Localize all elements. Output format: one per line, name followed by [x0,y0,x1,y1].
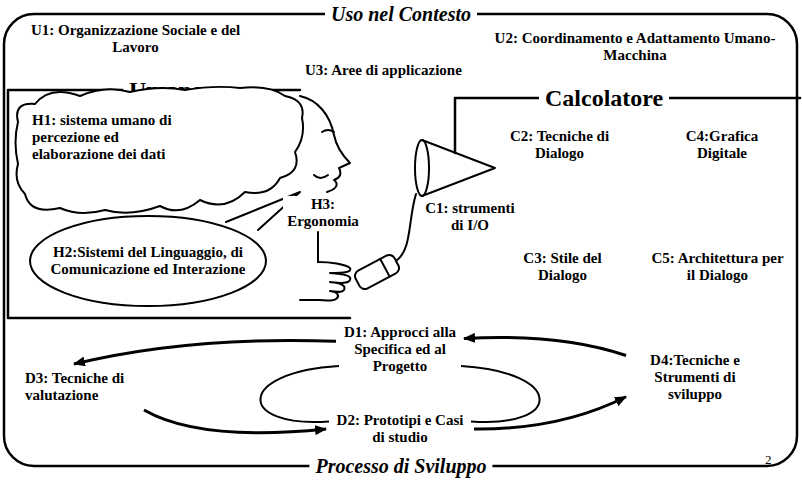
outline-path [30,216,266,306]
area-label: H3: Ergonomia [283,196,363,230]
node-text: H1: sistema umano di percezione ed elabo… [32,112,180,163]
process-step: D2: Prototipi e Casi di studio [330,410,470,448]
face-profile [300,96,350,192]
mouse [353,253,401,291]
node-text: H2:Sistemi del Linguaggio, di Comunicazi… [48,244,248,278]
node-text: D2: Prototipi e Casi di studio [330,412,470,446]
area-label: U3: Aree di applicazione [305,62,505,79]
speech-ellipse: H2:Sistemi del Linguaggio, di Comunicazi… [28,214,268,308]
mouse-cable [396,194,416,261]
process-step: D3: Tecniche di valutazione [25,368,165,406]
frame-title: Uso nel Contesto [325,2,477,26]
monitor-cone [415,140,495,196]
context-frame-outline [4,14,797,466]
area-label: C4:Grafica Digitale [672,128,772,162]
loop-line [260,366,339,422]
flow-arrow [464,337,626,355]
node-text: D3: Tecniche di valutazione [25,370,165,404]
area-label: U2: Coordinamento e Adattamento Umano-Ma… [490,30,780,64]
node-text: D4:Tecniche e Strumenti di sviluppo [630,352,760,403]
outline-path [16,87,304,213]
eye [322,130,334,132]
page-number: 2 [765,452,785,467]
area-label: U1: Organizzazione Sociale e del Lavoro [28,22,243,56]
node-text: D1: Approcci alla Specifica ed al Proget… [340,324,460,375]
neck-arm [317,232,319,262]
loop-line [461,366,540,422]
thought-cloud: H1: sistema umano di percezione ed elabo… [10,82,308,220]
frame-footer: Processo di Sviluppo [309,454,492,478]
area-label: C5: Architettura per il Dialogo [650,250,785,284]
process-step: D4:Tecniche e Strumenti di sviluppo [630,350,760,405]
area-label: C2: Tecniche di Dialogo [507,128,612,162]
region-heading: Calcolatore [539,84,669,112]
flow-arrow [474,397,626,429]
process-step: D1: Approcci alla Specifica ed al Proget… [340,322,460,377]
area-label: C3: Stile del Dialogo [505,250,620,284]
flow-arrow [74,340,336,364]
smile [314,175,328,178]
hand [300,262,350,301]
area-label: C1: strumenti di I/O [420,200,520,234]
